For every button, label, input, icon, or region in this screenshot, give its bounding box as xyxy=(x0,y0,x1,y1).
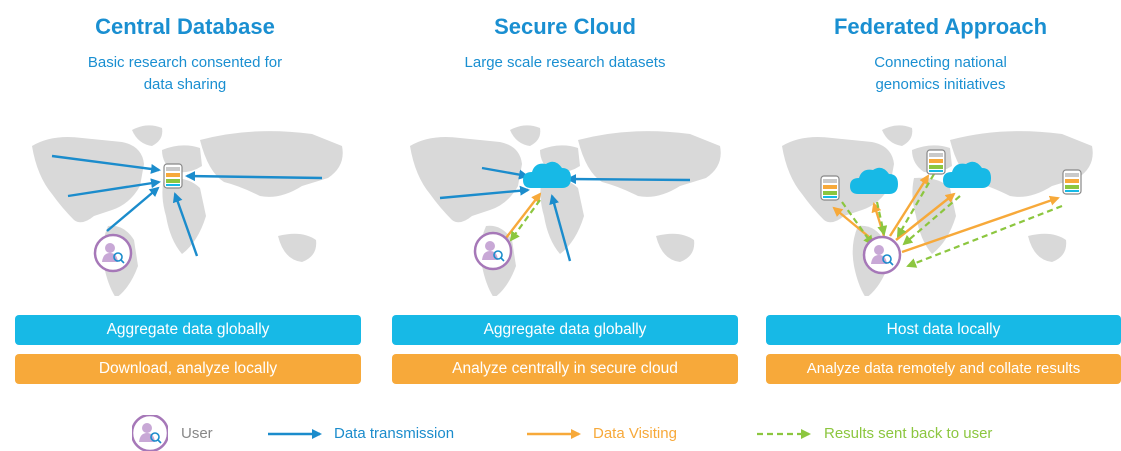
panel-federated: Federated Approach Connecting national g… xyxy=(760,0,1121,410)
green-dashed-arrow xyxy=(509,199,541,242)
blue-arrow xyxy=(185,171,323,182)
bar-aggregate: Aggregate data globally xyxy=(392,315,738,345)
blue-arrow xyxy=(439,185,530,200)
panel-subtitle: Connecting national genomics initiatives xyxy=(760,52,1121,96)
subtitle-line: Basic research consented for xyxy=(87,54,283,71)
green-dashed-arrow xyxy=(902,195,961,246)
blue-arrow xyxy=(67,178,161,198)
world-map-federated xyxy=(782,125,1093,296)
world-map-shape xyxy=(410,125,721,296)
orange-arrow-icon xyxy=(527,429,581,439)
blue-arrow xyxy=(566,174,691,185)
green-dashed-arrow xyxy=(875,201,888,236)
legend-results-sent-back: Results sent back to user xyxy=(824,425,993,442)
legend-user-label: User xyxy=(181,425,213,442)
database-icon xyxy=(163,163,183,189)
user-icon xyxy=(132,415,168,451)
orange-arrow xyxy=(505,192,542,239)
bar-analysis: Analyze centrally in secure cloud xyxy=(392,354,738,384)
database-icon xyxy=(926,149,946,175)
panel-subtitle: Basic research consented for data sharin… xyxy=(0,52,370,96)
subtitle-line: genomics initiatives xyxy=(875,76,1006,93)
green-dashed-arrow xyxy=(841,201,874,246)
panel-title: Federated Approach xyxy=(833,14,1048,39)
blue-arrow xyxy=(549,194,572,262)
subtitle-line: Connecting national xyxy=(874,54,1007,71)
legend: User Data transmission Data Visiting Res… xyxy=(0,415,1121,451)
subtitle-line: Large scale research datasets xyxy=(464,54,666,71)
database-icon xyxy=(820,175,840,201)
user-icon xyxy=(473,231,513,271)
blue-arrow xyxy=(172,192,199,257)
green-dashed-arrow xyxy=(896,173,935,238)
bar-host: Host data locally xyxy=(766,315,1121,345)
blue-arrow xyxy=(481,166,529,180)
subtitle-line: data sharing xyxy=(143,76,227,93)
panel-title: Secure Cloud xyxy=(494,14,636,39)
world-map-shape xyxy=(32,125,343,296)
panel-secure-cloud: Secure Cloud Large scale research datase… xyxy=(380,0,750,410)
panel-central-database: Central Database Basic research consente… xyxy=(0,0,370,410)
legend-data-transmission: Data transmission xyxy=(334,425,455,442)
blue-arrow xyxy=(51,154,161,174)
legend-data-visiting: Data Visiting xyxy=(593,425,677,442)
bar-analysis: Download, analyze locally xyxy=(15,354,361,384)
blue-arrow xyxy=(106,186,160,232)
world-map-cloud xyxy=(410,125,721,296)
blue-arrow-icon xyxy=(268,429,322,439)
world-map-central xyxy=(32,125,343,296)
panel-title: Central Database xyxy=(95,14,275,39)
orange-arrow xyxy=(888,174,930,237)
user-icon xyxy=(862,235,902,275)
green-dashed-arrow-icon xyxy=(757,429,811,439)
panel-subtitle: Large scale research datasets xyxy=(380,52,750,74)
bar-analysis: Analyze data remotely and collate result… xyxy=(766,354,1121,384)
bar-aggregate: Aggregate data globally xyxy=(15,315,361,345)
database-icon xyxy=(1062,169,1082,195)
user-icon xyxy=(93,233,133,273)
green-dashed-arrow xyxy=(906,204,1063,268)
orange-arrow xyxy=(901,195,1060,254)
